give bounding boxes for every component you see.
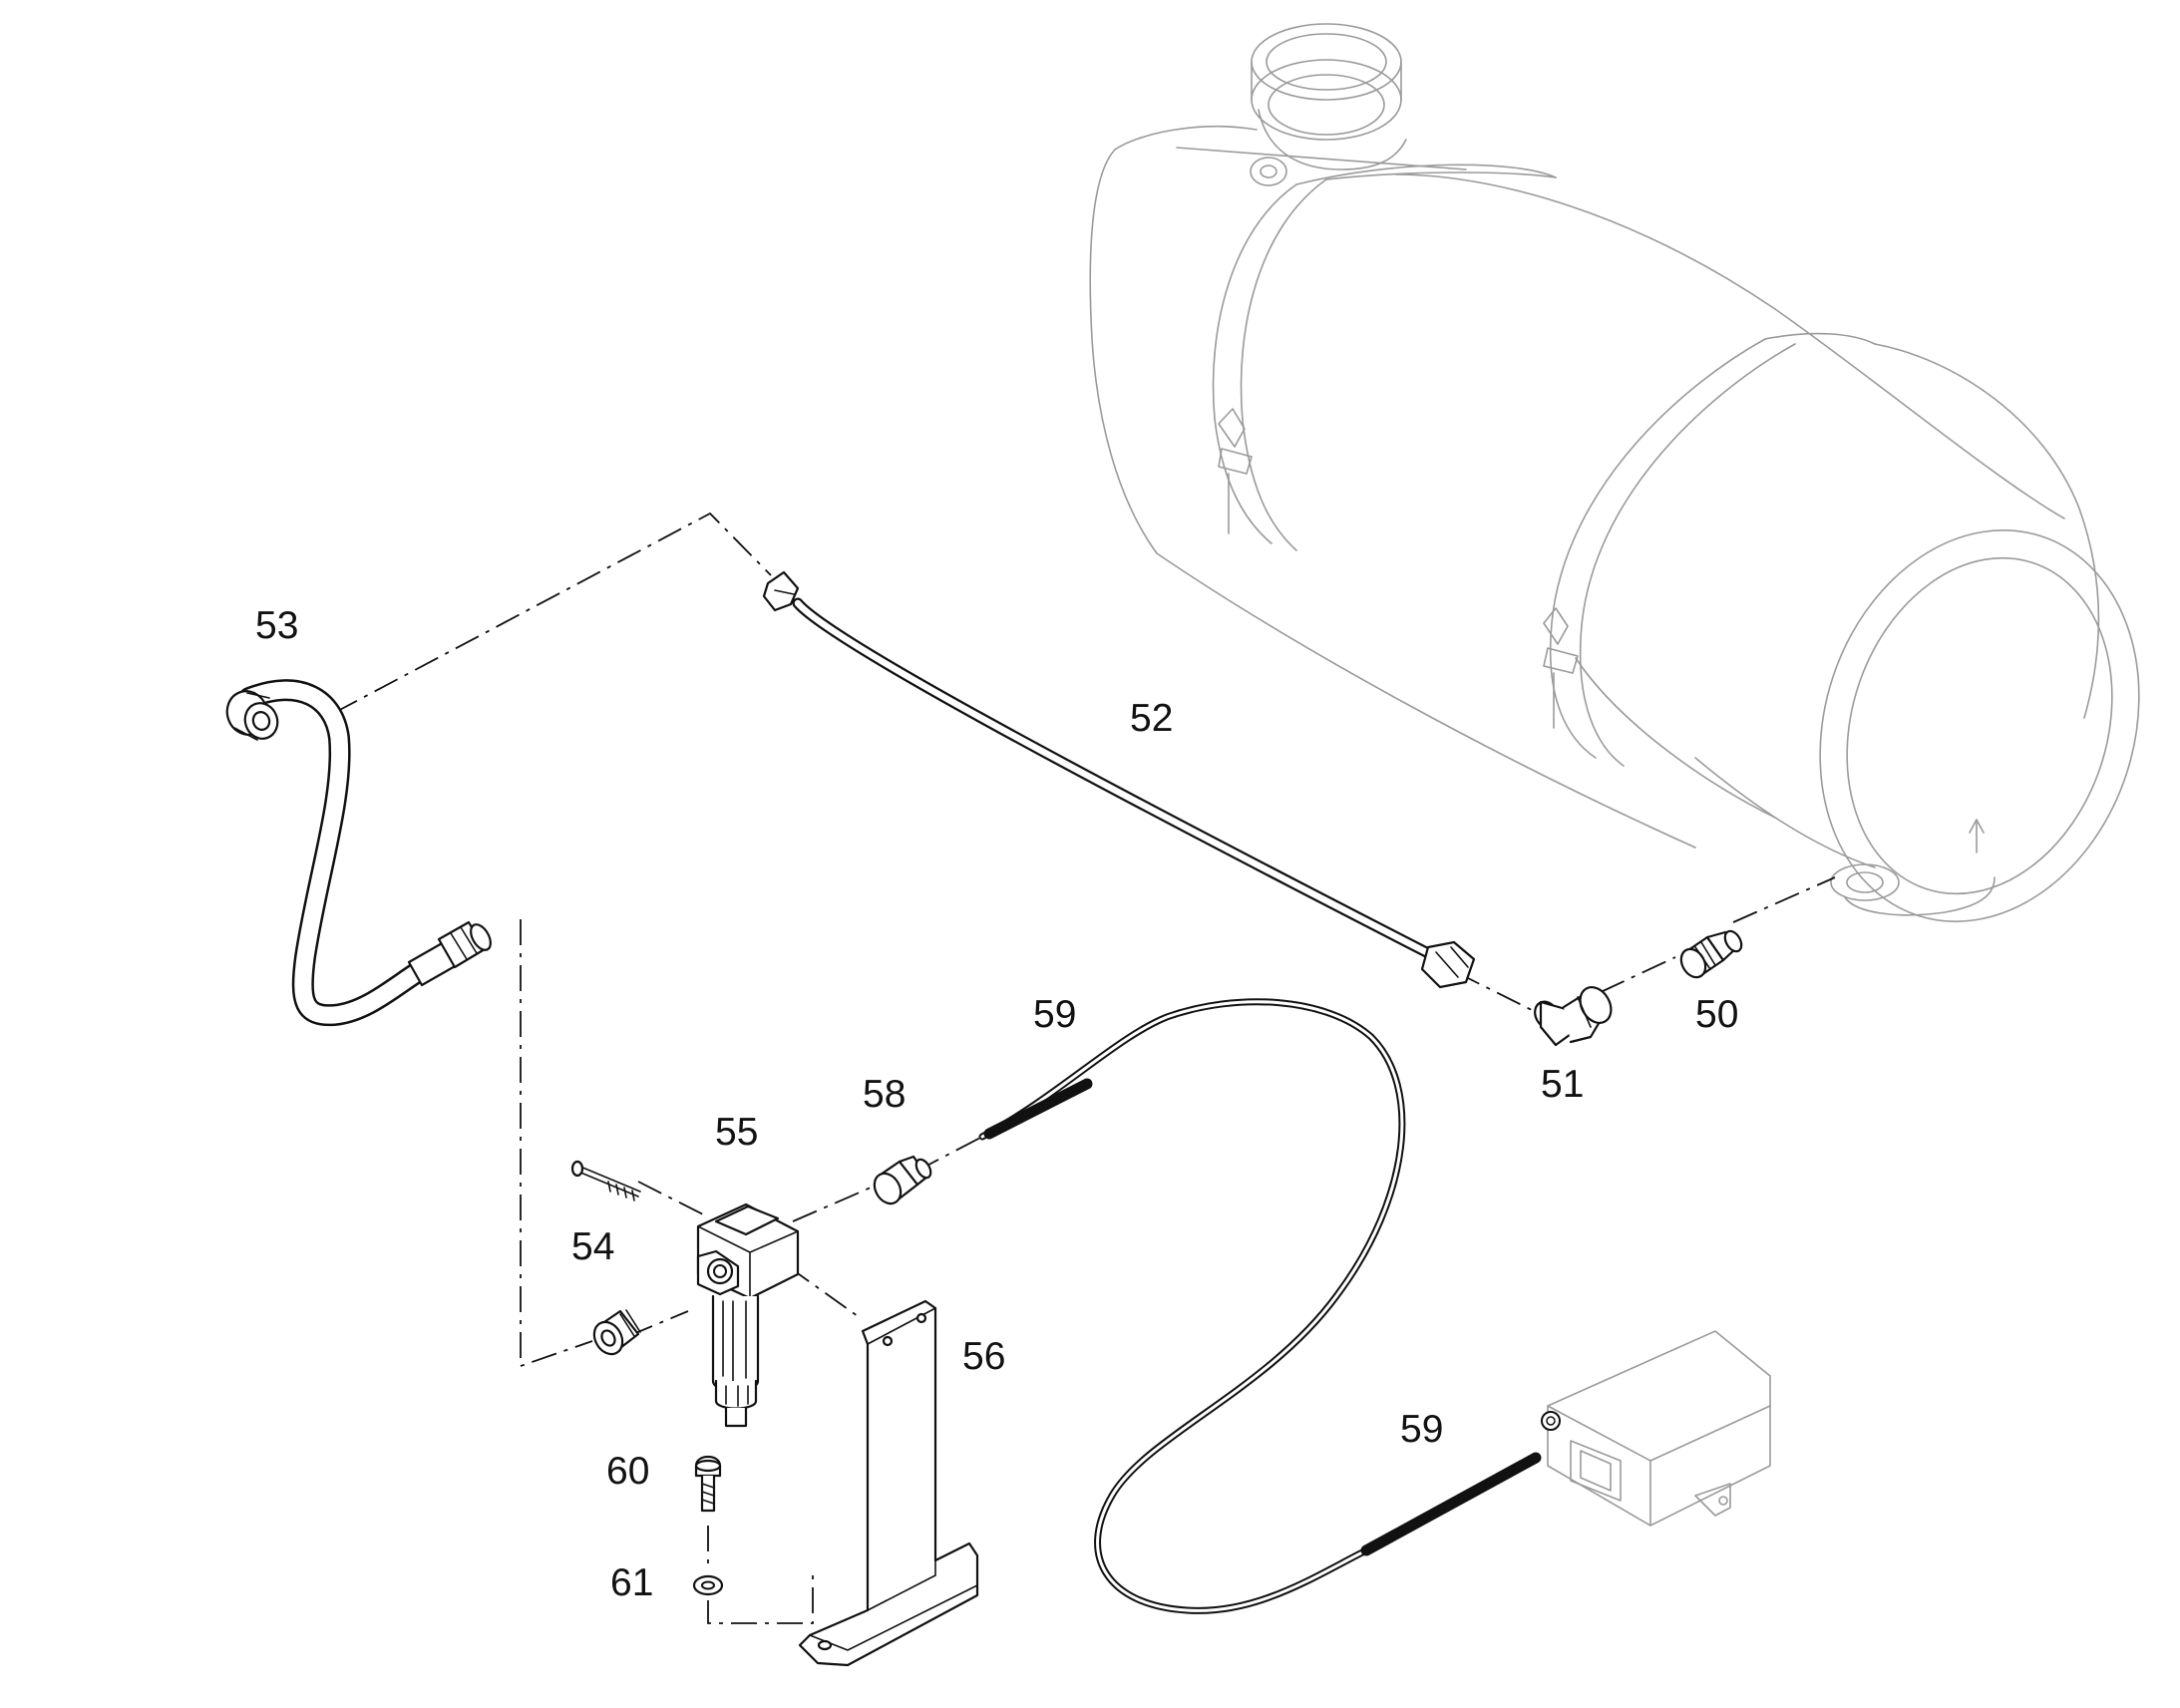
callout-labels: 53 52 50 51 59 58 55 54 56 59 60 61 — [255, 604, 1738, 1604]
washer-61 — [692, 1574, 724, 1596]
filter-55 — [570, 1160, 800, 1428]
callout-59-lower: 59 — [1400, 1408, 1443, 1451]
callout-50: 50 — [1695, 993, 1738, 1036]
bracket-56 — [798, 1299, 979, 1667]
hose-53 — [225, 679, 492, 1027]
leader-bolt-55 — [637, 1181, 704, 1215]
elbow-51 — [1534, 986, 1613, 1047]
leader-53-54 — [520, 919, 593, 1368]
adapter-58 — [873, 1155, 932, 1205]
tube-52 — [762, 570, 1476, 989]
leader-61-56 — [707, 1570, 814, 1624]
callout-58: 58 — [863, 1073, 906, 1116]
leader-55-58 — [792, 1184, 879, 1222]
callout-61: 61 — [610, 1561, 653, 1604]
callout-53: 53 — [255, 604, 298, 647]
leader-53-52 — [333, 512, 772, 714]
screw-60 — [694, 1455, 722, 1513]
callout-51: 51 — [1541, 1063, 1584, 1106]
callout-54: 54 — [571, 1225, 614, 1268]
fitting-54 — [592, 1309, 641, 1356]
fitting-50 — [1679, 929, 1743, 979]
callout-55: 55 — [715, 1111, 758, 1154]
leader-54-55 — [627, 1310, 689, 1337]
callout-59-upper: 59 — [1033, 993, 1076, 1036]
leader-52-51 — [1455, 971, 1537, 1013]
leader-55-56 — [787, 1265, 859, 1317]
assembly-lines — [333, 512, 1836, 1624]
leader-51-50 — [1600, 956, 1676, 993]
callout-60: 60 — [606, 1450, 649, 1493]
callout-52: 52 — [1130, 697, 1173, 740]
callout-56: 56 — [962, 1335, 1005, 1378]
control-module — [1541, 1330, 1771, 1527]
cable-59 — [978, 998, 1542, 1614]
leader-50-outlet — [1732, 876, 1836, 923]
air-cleaner-housing — [1089, 23, 2140, 922]
